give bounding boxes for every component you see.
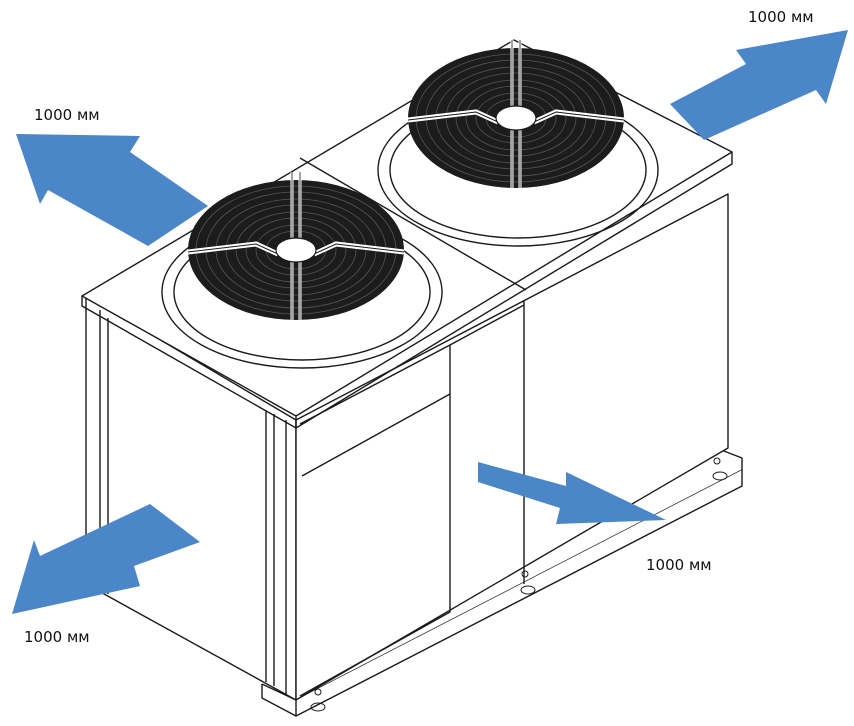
clearance-label-bottom-right: 1000 мм — [646, 556, 712, 574]
front-panels — [295, 193, 729, 701]
clearance-label-bottom-left: 1000 мм — [24, 628, 90, 646]
arrow-bottom-left — [12, 504, 200, 614]
arrow-top-right — [670, 30, 848, 140]
clearance-label-top-left: 1000 мм — [34, 106, 100, 124]
clearance-label-top-right: 1000 мм — [748, 8, 814, 26]
arrow-bottom-right — [478, 462, 666, 524]
fan-right — [408, 40, 624, 188]
arrow-top-left — [16, 134, 208, 246]
